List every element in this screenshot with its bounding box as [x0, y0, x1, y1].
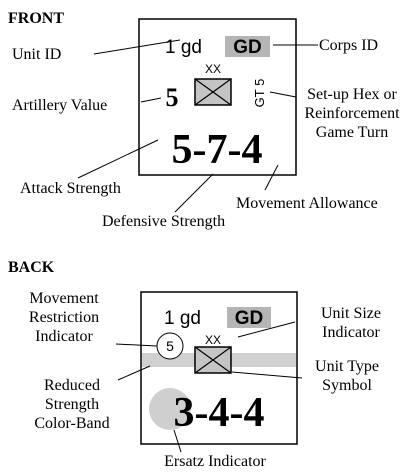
front-counter: 1 gd GD XX 5 GT 5 5-7-4 [138, 18, 297, 176]
leader-ersatz [173, 429, 182, 453]
label-movement-line3: Indicator [35, 328, 93, 345]
label-reduced-line2: Strength [45, 396, 99, 413]
front-artillery-value: 5 [166, 83, 179, 112]
back-unit-id: 1 gd [164, 308, 201, 329]
label-ersatz-indicator: Ersatz Indicator [164, 453, 266, 470]
leader-attack [77, 139, 159, 179]
label-attack-strength: Attack Strength [20, 180, 121, 197]
back-counter: 1 gd GD XX 5 3-4-4 [140, 291, 298, 445]
leader-unit-type [231, 371, 303, 379]
leader-artillery [140, 97, 162, 103]
label-artillery-value: Artillery Value [12, 97, 107, 114]
label-movement-line2: Restriction [29, 309, 99, 326]
front-unit-symbol-diag2 [194, 78, 232, 106]
leader-defense [174, 173, 214, 213]
back-unit-type-icon [194, 346, 232, 374]
label-unit-size-line1: Unit Size [321, 305, 381, 322]
leader-setup-hex [269, 91, 297, 98]
label-reduced-line3: Color-Band [34, 415, 109, 432]
back-strengths: 3-4-4 [174, 390, 265, 436]
label-corps-id: Corps ID [319, 37, 378, 54]
label-movement-allowance: Movement Allowance [236, 195, 378, 212]
back-heading: BACK [8, 259, 55, 276]
label-unit-type-line1: Unit Type [315, 358, 379, 375]
label-movement-line1: Movement [29, 290, 99, 307]
label-setup-line1: Set-up Hex or [307, 86, 397, 103]
label-setup-line3: Game Turn [316, 124, 388, 141]
label-setup-line2: Reinforcement [304, 105, 400, 122]
label-unit-id: Unit ID [12, 46, 61, 63]
front-unit-type-icon [194, 78, 232, 106]
front-corps-badge [225, 36, 270, 57]
leader-unit-size [237, 321, 296, 338]
front-unit-id: 1 gd [165, 37, 202, 58]
label-unit-type-line2: Symbol [322, 377, 372, 394]
back-unit-size: XX [205, 333, 221, 347]
back-corps-id: GD [235, 308, 264, 329]
back-unit-symbol-diag2 [194, 346, 232, 374]
leader-movement [264, 164, 279, 191]
front-heading: FRONT [8, 10, 64, 27]
label-unit-size-line2: Indicator [322, 324, 380, 341]
back-corps-badge [227, 307, 271, 328]
leader-color-band [117, 365, 151, 381]
label-reduced-line1: Reduced [44, 377, 100, 394]
back-ersatz-circle [149, 388, 191, 430]
label-defensive-strength: Defensive Strength [102, 213, 225, 230]
front-unit-size: XX [205, 62, 221, 76]
leader-unit-id [93, 39, 181, 55]
front-setup-hex: GT 5 [252, 79, 267, 108]
leader-movement-restriction [115, 343, 158, 347]
front-corps-id: GD [233, 37, 262, 58]
front-strengths: 5-7-4 [172, 127, 263, 173]
back-movement-restriction: 5 [166, 338, 174, 354]
